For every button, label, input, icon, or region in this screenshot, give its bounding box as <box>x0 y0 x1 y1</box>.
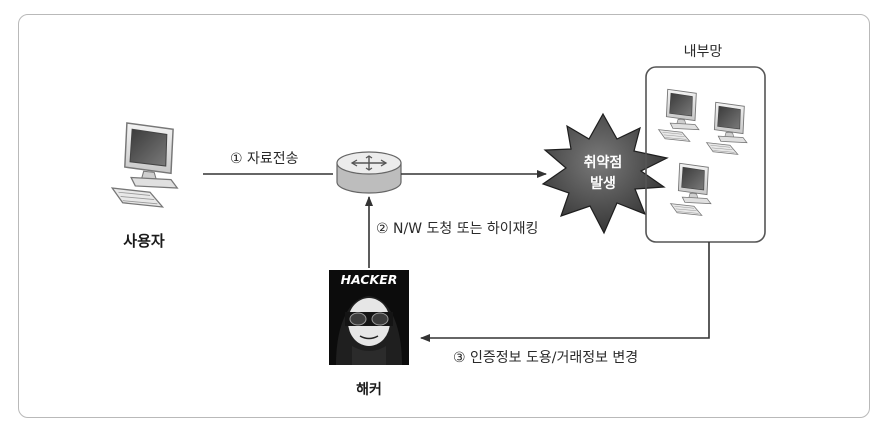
internal-network-label: 내부망 <box>684 44 723 60</box>
hacker-label: 해커 <box>356 382 382 398</box>
step3-label: ③ 인증정보 도용/거래정보 변경 <box>453 350 638 366</box>
internal-network-box <box>645 66 766 243</box>
user-label: 사용자 <box>123 232 165 250</box>
user-computer-icon <box>111 122 179 208</box>
hacker-badge-text: HACKER <box>341 272 398 287</box>
internal-computer-icon <box>658 88 700 142</box>
step2-label: ② N/W 도청 또는 하이재킹 <box>376 221 538 237</box>
hacker-image <box>329 270 409 365</box>
vulnerability-burst-icon <box>541 112 669 235</box>
vulnerability-label-line2: 발생 <box>590 175 616 192</box>
diagram-frame <box>18 14 870 418</box>
step1-label: ① 자료전송 <box>230 151 299 167</box>
arrow-network-to-hacker <box>420 242 710 342</box>
vulnerability-label-line1: 취약점 <box>584 154 623 171</box>
internal-computer-icon <box>670 162 712 216</box>
router-icon <box>336 151 402 194</box>
internal-computer-icon <box>706 101 748 155</box>
